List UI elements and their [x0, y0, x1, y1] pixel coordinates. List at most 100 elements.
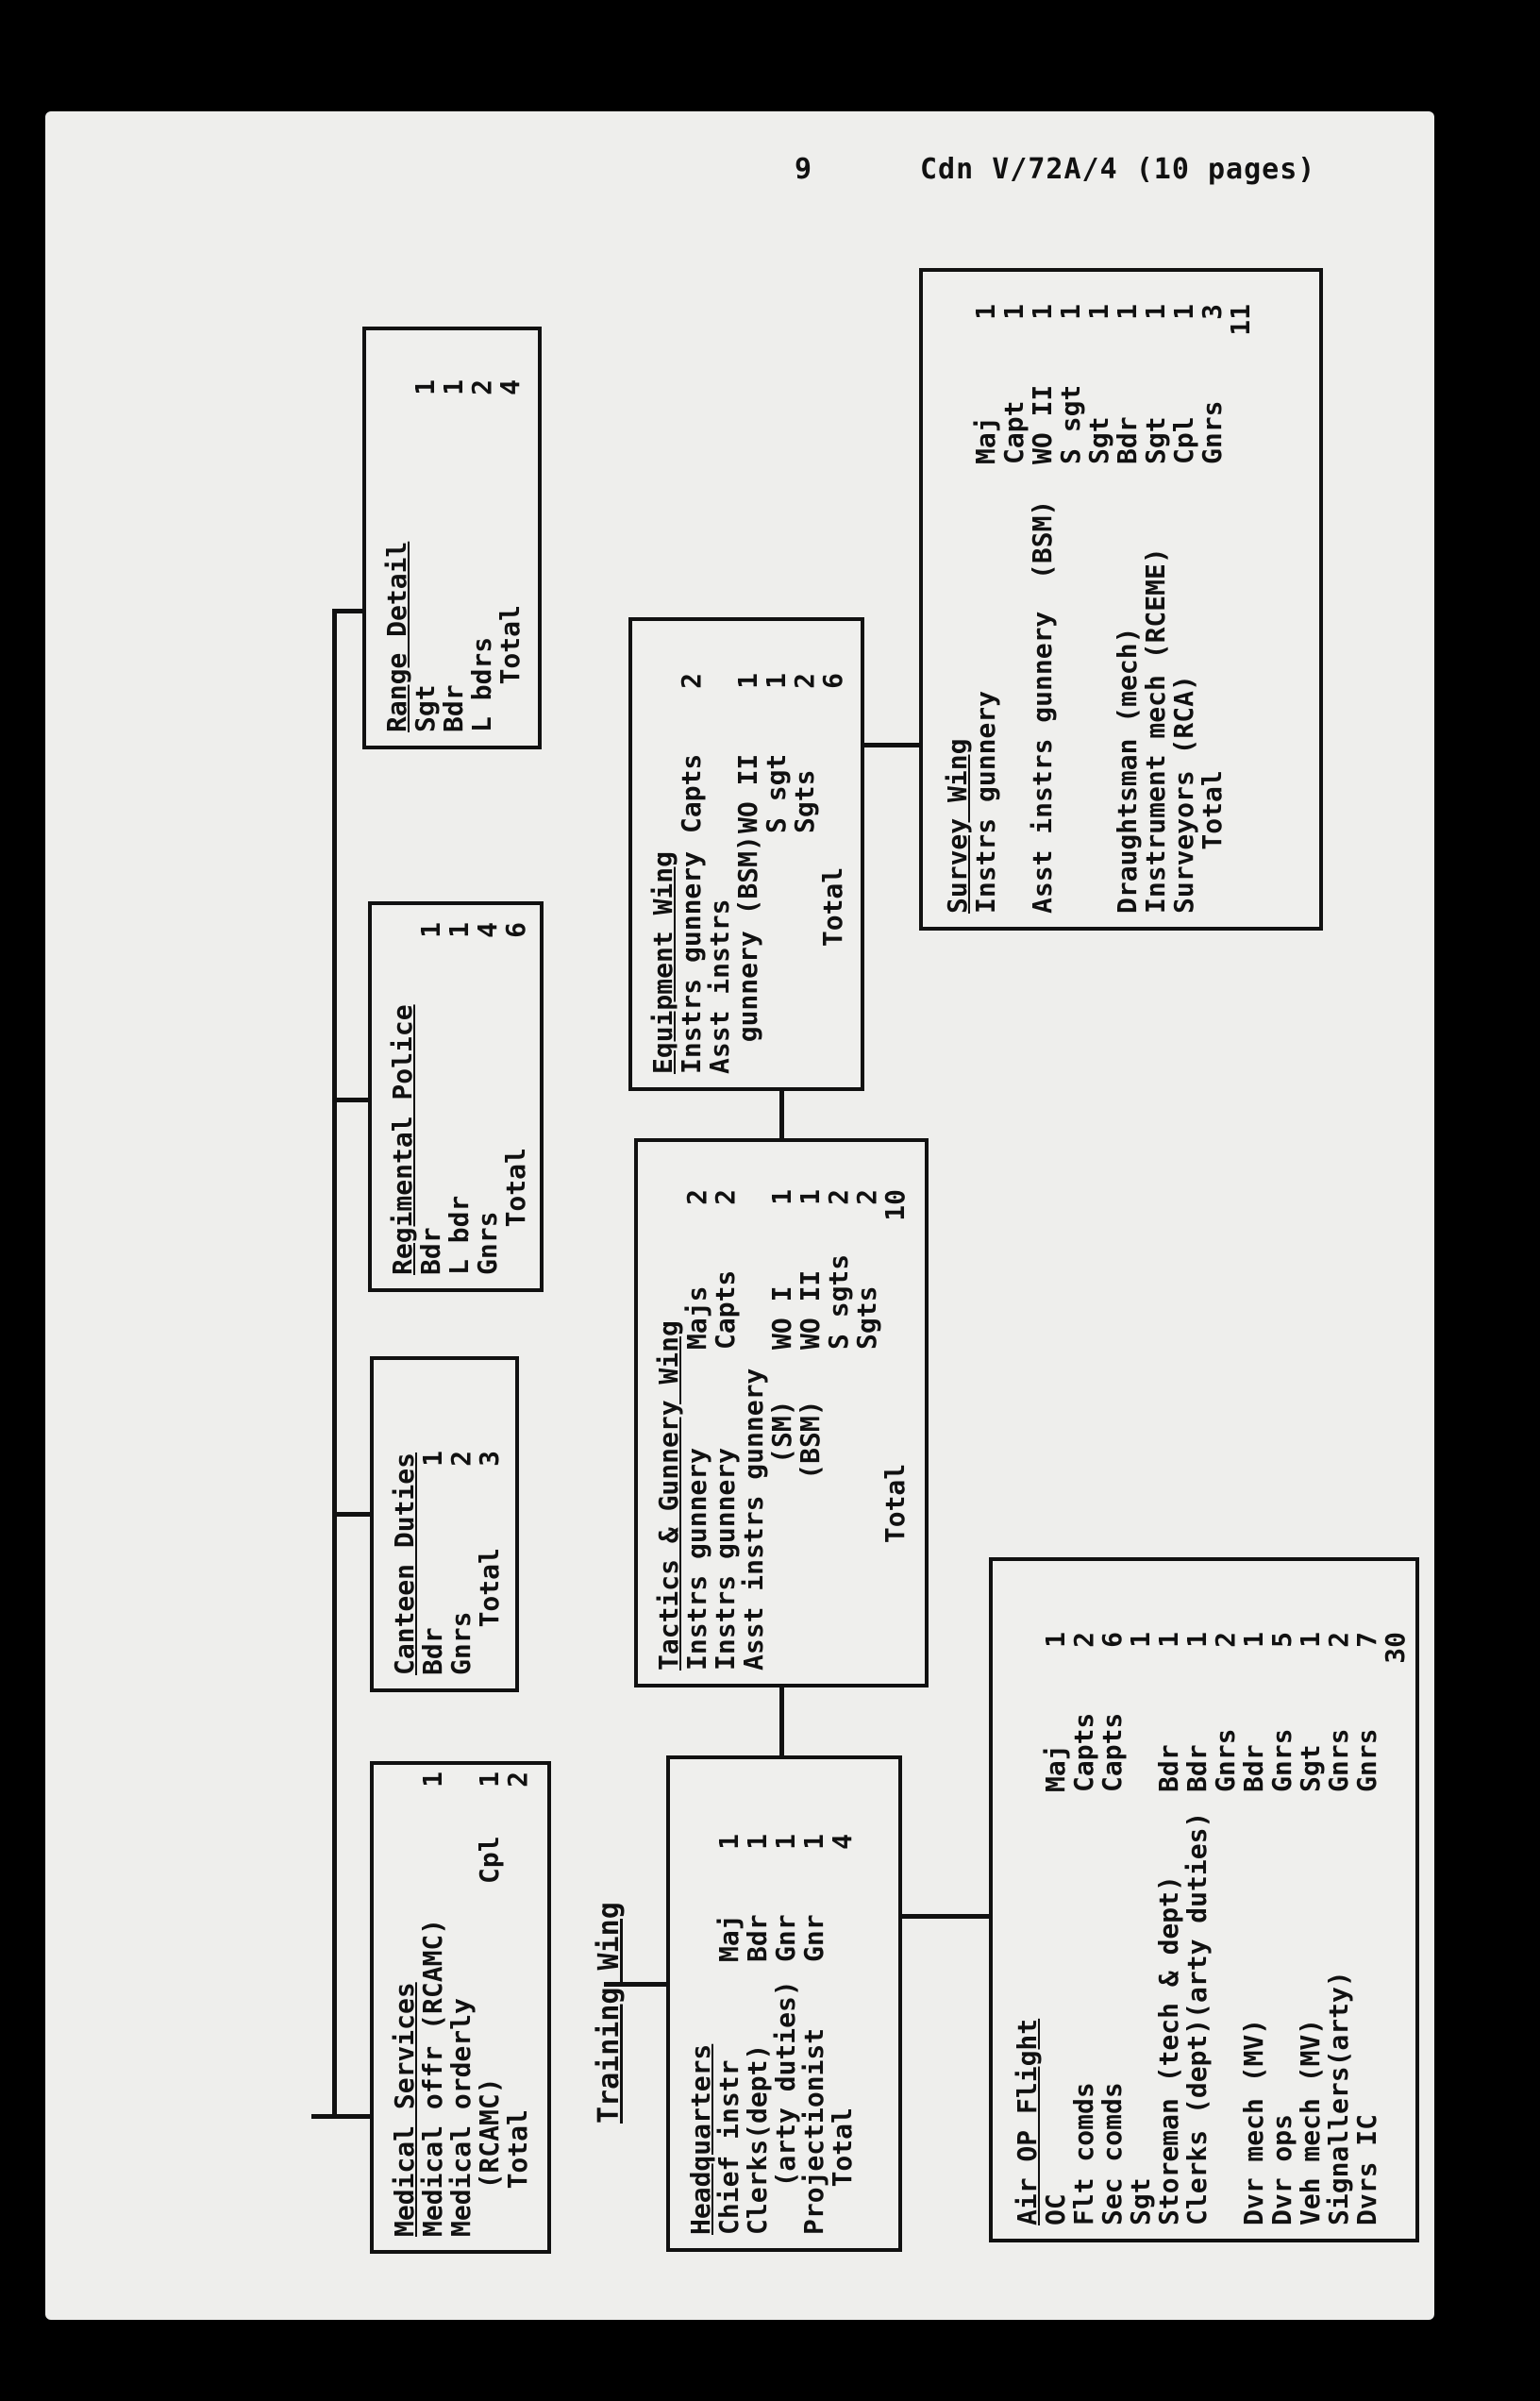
row-count: 1 — [1181, 1632, 1213, 1648]
row-label: Total — [474, 1548, 505, 1675]
row-label — [1085, 464, 1113, 914]
row-label: Chief instr — [713, 2059, 745, 2235]
row-label: Sgt — [410, 684, 441, 732]
row-label: Asst instrs — [704, 898, 735, 1074]
table-row: Total 6 — [817, 673, 848, 1074]
row-count: 2 — [681, 1189, 712, 1205]
row-count: 6 — [817, 673, 848, 689]
row-count: 3 — [474, 1451, 505, 1467]
range-title: Range Detail — [381, 541, 412, 732]
row-count: 1 — [1295, 1632, 1326, 1648]
row-label: Instrs gunnery — [681, 1447, 712, 1671]
row-label: Clerks(dept) — [742, 2043, 773, 2235]
table-row: Total 3 — [474, 1451, 505, 1675]
row-label: (SM) — [766, 1400, 797, 1671]
row-label: gunnery (BSM) — [732, 835, 763, 1074]
row-count: 1 — [1040, 1632, 1071, 1648]
row-label: Total — [500, 1148, 531, 1275]
row-count: 2 — [1323, 1632, 1354, 1648]
row-count: 1 — [1055, 304, 1086, 320]
row-label: (RCAMC) — [474, 2077, 505, 2237]
row-label — [1000, 464, 1029, 914]
row-label: Projectionist — [798, 2027, 829, 2235]
row-rank: Bdr — [1153, 1744, 1184, 1792]
row-rank: WO II — [1027, 384, 1058, 464]
row-label: Sec comds — [1096, 2082, 1128, 2225]
row-label: Bdr — [417, 1627, 448, 1675]
row-rank: Cpl — [474, 1836, 505, 1884]
row-count: 2 — [851, 1189, 882, 1205]
row-rank: Sgt — [1295, 1744, 1326, 1792]
row-label: Draughtsman (mech) — [1112, 627, 1143, 914]
connector-line — [332, 1098, 370, 1102]
row-count: 1 — [474, 1771, 505, 1788]
row-label: OC — [1040, 2193, 1071, 2225]
row-count: 10 — [879, 1189, 911, 1221]
row-rank — [1227, 368, 1255, 464]
row-count: 1 — [1112, 304, 1143, 320]
row-rank: Gnr — [798, 1914, 829, 1962]
row-label: Medical orderly — [445, 1998, 477, 2237]
row-rank — [829, 1898, 857, 1962]
row-label — [791, 833, 819, 1074]
connector-line — [900, 1914, 990, 1919]
row-label: L bdrs — [466, 636, 497, 732]
row-rank — [447, 1820, 476, 1884]
row-label: Bdr — [415, 1227, 446, 1275]
row-label: Dvrs IC — [1351, 2113, 1382, 2225]
canteen-title: Canteen Duties — [389, 1452, 420, 1675]
row-rank: S sgts — [823, 1253, 854, 1350]
row-label: (arty duties) — [770, 1980, 801, 2235]
row-count: 1 — [438, 379, 469, 395]
equipment-title: Equipment Wing — [647, 850, 678, 1074]
table-row: 30 — [1380, 1632, 1411, 2225]
row-rank: Gnrs — [1266, 1728, 1297, 1792]
row-label: Instrument mech (RCEME) — [1140, 547, 1171, 914]
row-count: 1 — [732, 673, 763, 689]
row-count: 7 — [1351, 1632, 1382, 1648]
row-label — [853, 1350, 881, 1671]
row-label: Dvr ops — [1266, 2113, 1297, 2225]
row-label: Total — [817, 866, 848, 1074]
row-count: 1 — [1153, 1632, 1184, 1648]
row-count: 4 — [827, 1834, 858, 1850]
row-label: Sgt — [1125, 2177, 1156, 2225]
row-count: 2 — [710, 1189, 741, 1205]
row-count: 1 — [410, 379, 441, 395]
row-rank — [1127, 1696, 1155, 1792]
connector-line — [332, 609, 337, 2119]
row-label: Storeman (tech & dept) — [1153, 1875, 1184, 2225]
row-rank: Capts — [1068, 1712, 1099, 1792]
row-count — [706, 673, 734, 737]
table-row: 11 — [1225, 304, 1256, 914]
row-rank: Maj — [970, 416, 1001, 464]
row-rank: Sgts — [789, 769, 820, 833]
connector-line — [311, 2114, 370, 2119]
row-count: 11 — [1225, 304, 1256, 336]
row-count: 1 — [770, 1834, 801, 1850]
